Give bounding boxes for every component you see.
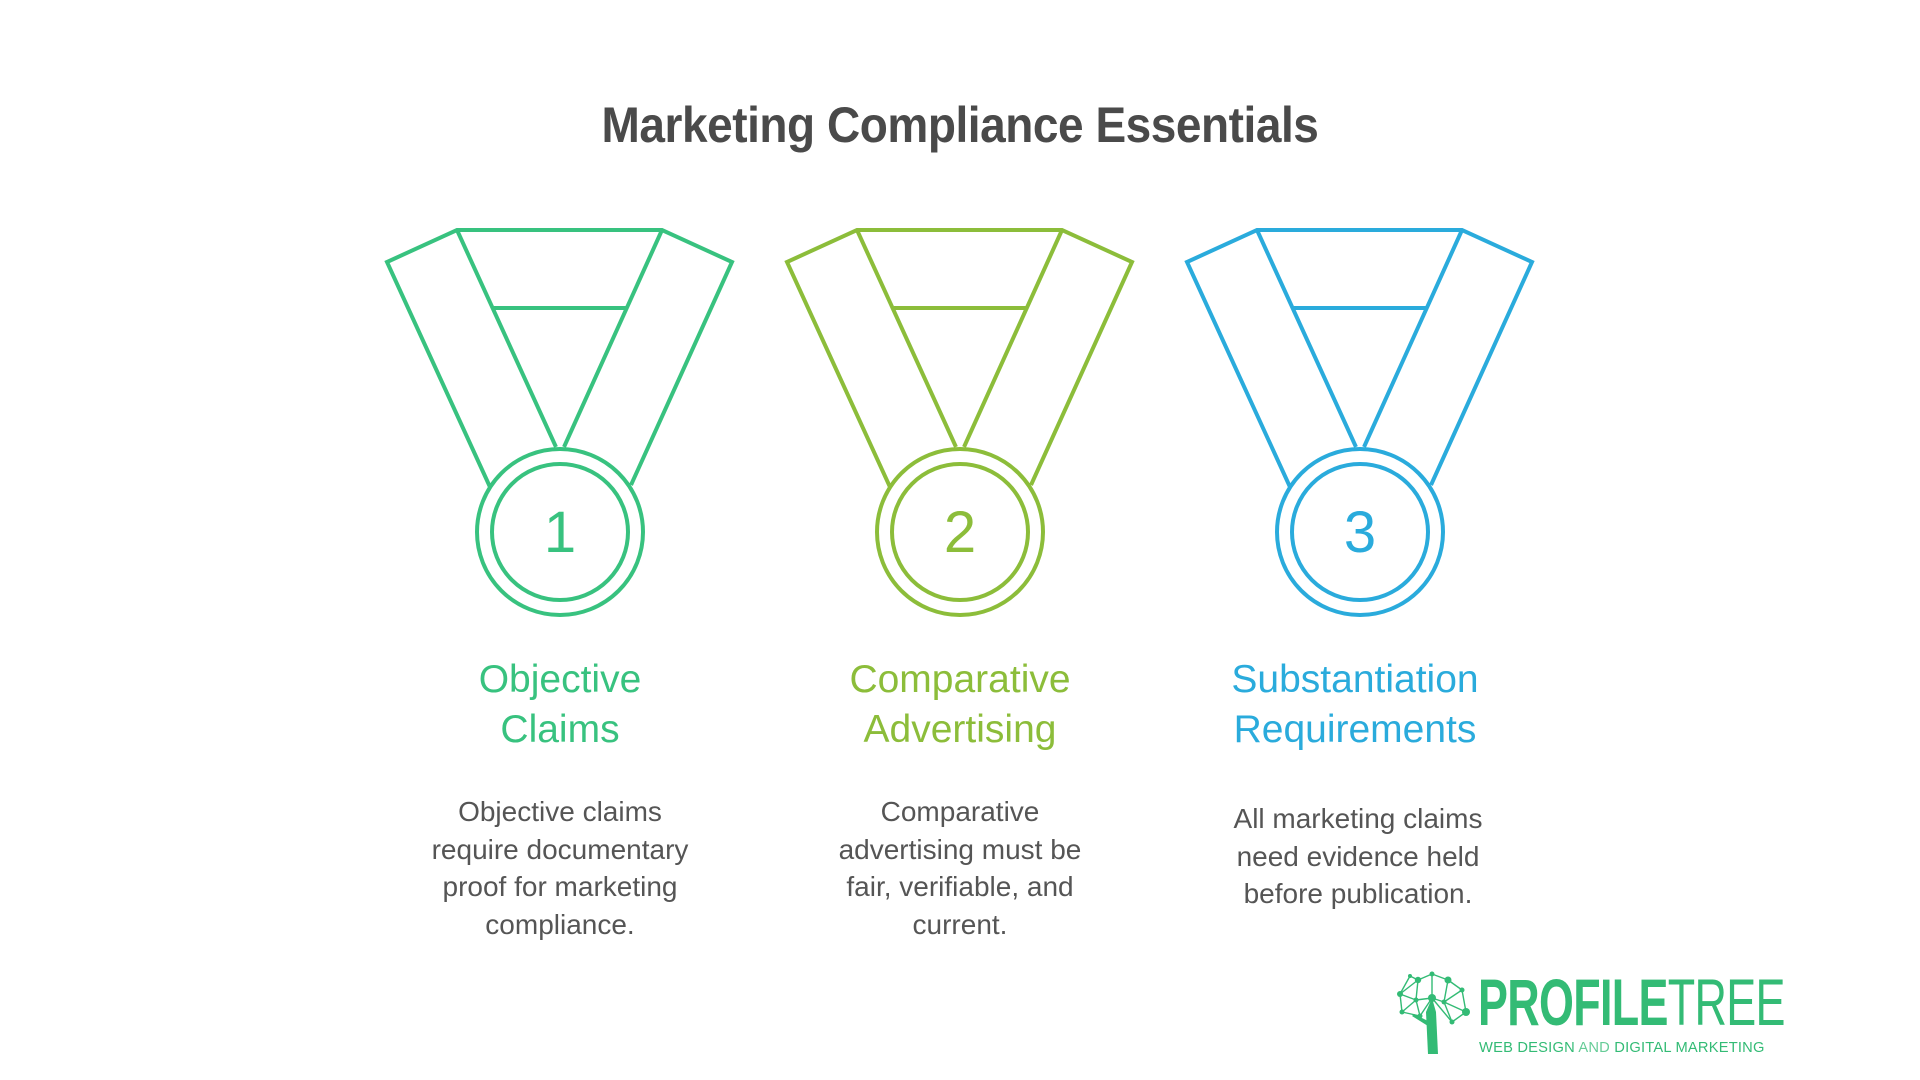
medal-number: 2 (944, 500, 976, 565)
desc-line: All marketing claims (1233, 803, 1483, 834)
step-title-line: Advertising (863, 708, 1057, 751)
step-title-line: Substantiation (1231, 658, 1479, 701)
step-title-line: Requirements (1233, 708, 1477, 751)
profiletree-logo: PROFILETREE WEB DESIGN AND DIGITAL MARKE… (1392, 968, 1792, 1058)
desc-line: require documentary (431, 833, 689, 865)
tree-network-icon (1397, 971, 1470, 1054)
desc-line: fair, verifiable, and (846, 871, 1074, 902)
desc-line: proof for marketing (442, 871, 678, 902)
desc-line: current. (912, 908, 1008, 940)
medal-icon: 1 (384, 228, 735, 617)
desc-line: Objective claims (458, 796, 662, 827)
medal-number: 1 (544, 500, 576, 565)
step-3-description: All marketing claims need evidence held … (1188, 800, 1528, 913)
step-title-line: Claims (500, 708, 620, 751)
tagline-part: DIGITAL MARKETING (1609, 1039, 1765, 1056)
tagline-part: AND (1578, 1039, 1610, 1056)
tagline-part: WEB DESIGN (1479, 1039, 1579, 1056)
medal-icon: 2 (784, 228, 1135, 617)
medal-number: 3 (1344, 500, 1376, 565)
logo-word-thin: TREE (1667, 965, 1786, 1039)
desc-line: advertising must be (838, 833, 1082, 865)
desc-line: before publication. (1243, 878, 1473, 909)
step-title-line: Objective (478, 658, 642, 701)
step-title-line: Comparative (849, 658, 1071, 701)
step-1-title: Objective Claims (380, 655, 740, 755)
step-3-title: Substantiation Requirements (1175, 655, 1535, 755)
medal-icon: 3 (1184, 228, 1535, 617)
logo-word-bold: PROFILE (1478, 965, 1668, 1039)
desc-line: Comparative (880, 796, 1040, 827)
logo-tagline: WEB DESIGN AND DIGITAL MARKETING (1479, 1039, 1765, 1056)
step-1-description: Objective claims require documentary pro… (390, 793, 730, 943)
step-2-description: Comparative advertising must be fair, ve… (790, 793, 1130, 943)
logo-wordmark: PROFILETREE (1478, 969, 1785, 1035)
page-title: Marketing Compliance Essentials (601, 97, 1319, 153)
desc-line: compliance. (485, 908, 635, 940)
step-2-title: Comparative Advertising (780, 655, 1140, 755)
desc-line: need evidence held (1236, 840, 1480, 872)
